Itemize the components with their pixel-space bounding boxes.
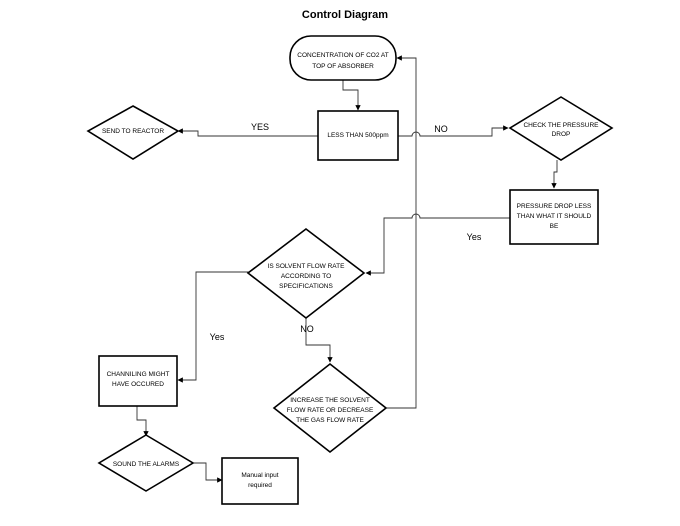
node-check-pressure	[508, 96, 614, 161]
text-manual-input-1: Manual input	[241, 472, 278, 479]
text-pressure-drop-2: THAN WHAT IT SHOULD	[517, 213, 592, 220]
text-check-pressure-1: CHECK THE PRESSURE	[523, 122, 599, 129]
text-pressure-drop-1: PRESSURE DROP LESS	[517, 203, 592, 210]
label-yes-channeling: Yes	[210, 332, 225, 342]
connectors	[136, 55, 558, 483]
edge-to-increase-solvent	[305, 318, 333, 363]
text-increase-2: FLOW RATE OR DECREASE	[287, 407, 374, 414]
label-yes-reactor: YES	[251, 122, 269, 132]
edge-to-manual-input	[193, 462, 223, 483]
edge-to-check-pressure	[398, 125, 509, 137]
text-less-than: LESS THAN 500ppm	[327, 132, 388, 139]
label-yes-pressure: Yes	[467, 232, 482, 242]
edge-concentration-to-less-than	[342, 80, 361, 111]
edge-to-channeling	[177, 271, 250, 383]
diagram-title: Control Diagram	[301, 9, 389, 21]
text-channeling-1: CHANNILING MIGHT	[107, 371, 170, 378]
edge-loop-back	[386, 55, 417, 409]
text-manual-input-2: required	[248, 482, 272, 489]
edge-to-solvent-flow	[365, 213, 510, 276]
node-pressure-drop-less	[509, 189, 599, 245]
node-concentration	[289, 35, 397, 81]
node-increase-solvent	[272, 362, 388, 454]
text-check-pressure-2: DROP	[552, 131, 571, 138]
text-solvent-flow-2: ACCORDING TO	[281, 273, 331, 280]
label-no-pressure: NO	[434, 124, 448, 134]
text-concentration-2: TOP OF ABSORBER	[312, 63, 374, 70]
node-solvent-flow	[246, 227, 366, 320]
text-sound-alarms: SOUND THE ALARMS	[113, 461, 180, 468]
text-concentration-1: CONCENTRATION OF CO2 AT	[297, 52, 389, 59]
node-less-than	[317, 110, 399, 161]
label-no-increase: NO	[300, 324, 314, 334]
text-increase-1: INCREASE THE SOLVENT	[290, 397, 370, 404]
node-channeling	[98, 355, 178, 407]
text-pressure-drop-3: BE	[550, 223, 559, 230]
edge-to-pressure-drop-less	[551, 160, 558, 189]
node-send-to-reactor	[86, 105, 180, 160]
text-increase-3: THE GAS FLOW RATE	[296, 417, 364, 424]
text-send-to-reactor: SEND TO REACTOR	[102, 128, 164, 135]
edge-to-sound-alarms	[136, 405, 149, 437]
text-channeling-2: HAVE OCCURED	[112, 381, 164, 388]
text-solvent-flow-1: IS SOLVENT FLOW RATE	[268, 263, 346, 270]
text-solvent-flow-3: SPECIFICATIONS	[279, 283, 333, 290]
node-manual-input	[221, 457, 299, 505]
node-sound-alarms	[97, 434, 195, 492]
edge-to-send-reactor	[177, 128, 318, 137]
